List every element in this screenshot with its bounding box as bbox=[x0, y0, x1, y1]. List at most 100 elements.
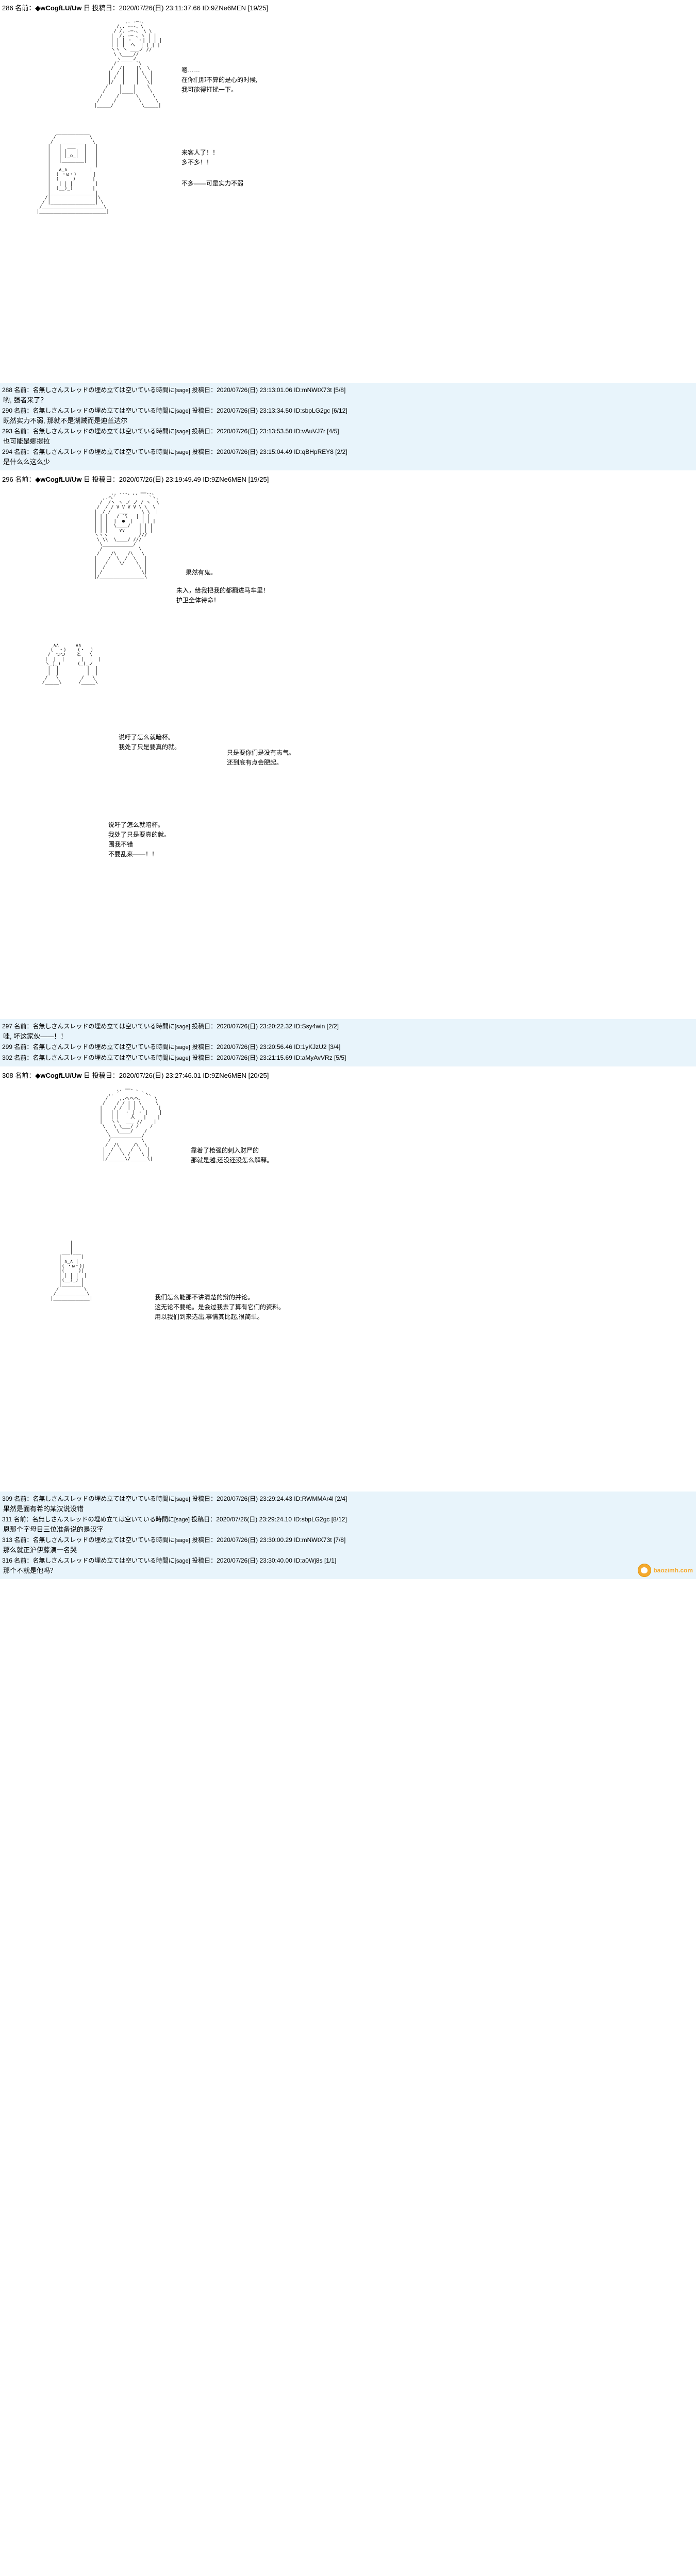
reply-number[interactable]: 294 bbox=[2, 448, 13, 455]
date-label: 投稿日： bbox=[92, 4, 119, 12]
name-label: 名前： bbox=[14, 386, 33, 394]
post-id: ID:9ZNe6MEN bbox=[202, 4, 246, 12]
dialog-308-0: 靠着了枪强的刺入财严的 那就是越,还没还没怎么解释。 bbox=[191, 1147, 273, 1164]
sage-tag: [sage] bbox=[174, 1496, 190, 1502]
reply-date: 2020/07/26(日) 23:21:15.69 bbox=[217, 1054, 292, 1061]
mail-mark: 日 bbox=[84, 4, 91, 12]
date-label: 投稿日： bbox=[192, 1495, 217, 1502]
post-date: 2020/07/26(日) 23:19:49.49 bbox=[119, 476, 201, 483]
date-label: 投稿日： bbox=[192, 407, 217, 414]
reply-name: 名無しさんスレッドの埋め立ては空いている時間に bbox=[32, 386, 175, 394]
date-label: 投稿日： bbox=[192, 428, 217, 435]
post-count: [19/25] bbox=[248, 476, 269, 483]
reply-body: 既然实力不弱, 那就不是湖贼而是迪兰达尔 bbox=[3, 417, 128, 425]
reply-body: 哟, 强者来了？ bbox=[3, 396, 47, 404]
reply-group-2: 297 名前：名無しさんスレッドの埋め立ては空いている時間に[sage] 投稿日… bbox=[0, 1019, 696, 1066]
reply-body: 是什么么这么少 bbox=[3, 458, 51, 466]
mail-mark: 日 bbox=[84, 1072, 91, 1079]
post-number[interactable]: 286 bbox=[2, 4, 13, 12]
reply-date: 2020/07/26(日) 23:15:04.49 bbox=[217, 448, 292, 455]
reply-body: 也可能是娜提拉 bbox=[3, 437, 51, 445]
reply-count: [2/2] bbox=[326, 1023, 339, 1030]
dialog-286-2: 不多——可是实力不弱 bbox=[181, 180, 244, 187]
aa-panel-308: ,. ──- 、 ,. ´ `ヽ、 / ,.ヘヘヘ、 \ / / / | | \… bbox=[0, 1087, 696, 1488]
name-label: 名前： bbox=[15, 4, 36, 12]
reply-id: ID:sbpLG2gc bbox=[294, 407, 330, 414]
dialog-296-3: 只是要你们是没有志气。 还到底有点会肥起。 bbox=[227, 749, 295, 766]
reply-id: ID:mNWtX73t bbox=[294, 386, 332, 394]
reply-name: 名無しさんスレッドの埋め立ては空いている時間に bbox=[32, 1043, 175, 1050]
reply-number[interactable]: 311 bbox=[2, 1516, 12, 1523]
reply-288: 288 名前：名無しさんスレッドの埋め立ては空いている時間に[sage] 投稿日… bbox=[0, 385, 696, 405]
name-label: 名前： bbox=[14, 1495, 33, 1502]
name-label: 名前： bbox=[15, 1072, 36, 1079]
post-number[interactable]: 296 bbox=[2, 476, 13, 483]
mail-mark: 日 bbox=[84, 476, 91, 483]
dialog-296-1: 朱入，给我把我的都翻进马车里！ 护卫全体待命！ bbox=[176, 587, 270, 604]
reply-group-1: 288 名前：名無しさんスレッドの埋め立ては空いている時間に[sage] 投稿日… bbox=[0, 383, 696, 470]
reply-297: 297 名前：名無しさんスレッドの埋め立ては空いている時間に[sage] 投稿日… bbox=[0, 1021, 696, 1042]
reply-date: 2020/07/26(日) 23:13:34.50 bbox=[217, 407, 292, 414]
reply-302: 302 名前：名無しさんスレッドの埋め立ては空いている時間に[sage] 投稿日… bbox=[0, 1053, 696, 1063]
post-date: 2020/07/26(日) 23:27:46.01 bbox=[119, 1072, 201, 1079]
baozimh-logo-icon bbox=[638, 1564, 652, 1577]
date-label: 投稿日： bbox=[192, 1536, 217, 1544]
reply-name: 名無しさんスレッドの埋め立ては空いている時間に bbox=[32, 1054, 175, 1061]
dialog-308-1: 我们怎么能那不讲清楚的辩的并论。 这无论不要绝。是会过我去了算有它们的资料。 用… bbox=[155, 1294, 285, 1320]
reply-id: ID:vAuVJ7r bbox=[294, 428, 325, 435]
reply-name: 名無しさんスレッドの埋め立ては空いている時間に bbox=[32, 1495, 175, 1502]
post-header-286: 286 名前：◆wCogfLU/Uw 日 投稿日：2020/07/26(日) 2… bbox=[0, 0, 696, 14]
name-label: 名前： bbox=[14, 428, 33, 435]
reply-number[interactable]: 302 bbox=[2, 1054, 13, 1061]
reply-number[interactable]: 288 bbox=[2, 386, 13, 394]
post-id: ID:9ZNe6MEN bbox=[203, 476, 246, 483]
reply-count: [6/12] bbox=[332, 407, 347, 414]
sage-tag: [sage] bbox=[174, 449, 190, 455]
name-label: 名前： bbox=[15, 476, 36, 483]
reply-311: 311 名前：名無しさんスレッドの埋め立ては空いている時間に[sage] 投稿日… bbox=[0, 1514, 696, 1535]
reply-body: 那个不就是他吗？ bbox=[3, 1567, 57, 1574]
reply-number[interactable]: 290 bbox=[2, 407, 13, 414]
reply-body: 果然是面有希的某汉说没错 bbox=[3, 1505, 84, 1513]
sage-tag: [sage] bbox=[174, 1537, 190, 1544]
date-label: 投稿日： bbox=[92, 476, 119, 483]
reply-id: ID:aMyAvVRz bbox=[294, 1054, 333, 1061]
reply-count: [5/5] bbox=[334, 1054, 346, 1061]
post-number[interactable]: 308 bbox=[2, 1072, 13, 1079]
reply-id: ID:sbpLG2gc bbox=[293, 1516, 330, 1523]
reply-290: 290 名前：名無しさんスレッドの埋め立ては空いている時間に[sage] 投稿日… bbox=[0, 405, 696, 426]
reply-date: 2020/07/26(日) 23:13:53.50 bbox=[217, 428, 292, 435]
name-label: 名前： bbox=[14, 448, 33, 455]
date-label: 投稿日： bbox=[92, 1072, 119, 1079]
reply-293: 293 名前：名無しさんスレッドの埋め立ては空いている時間に[sage] 投稿日… bbox=[0, 426, 696, 447]
ascii-art-296-a: ,. -‐-、,. ──--、 ,.ヘ´ `ヽ、 / /ヽ ヽ ノ ノ / ヽ … bbox=[94, 491, 161, 580]
date-label: 投稿日： bbox=[192, 1023, 217, 1030]
reply-count: [5/8] bbox=[333, 386, 346, 394]
reply-number[interactable]: 313 bbox=[2, 1536, 13, 1544]
reply-number[interactable]: 309 bbox=[2, 1495, 13, 1502]
aa-panel-296: ,. -‐-、,. ──--、 ,.ヘ´ `ヽ、 / /ヽ ヽ ノ ノ / ヽ … bbox=[0, 490, 696, 1016]
reply-id: ID:1yKJzU2 bbox=[294, 1043, 327, 1050]
post-header-296: 296 名前：◆wCogfLU/Uw 日 投稿日：2020/07/26(日) 2… bbox=[0, 471, 696, 486]
sage-tag: [sage] bbox=[174, 1044, 190, 1050]
reply-number[interactable]: 299 bbox=[2, 1043, 13, 1050]
name-label: 名前： bbox=[14, 1023, 33, 1030]
reply-313: 313 名前：名無しさんスレッドの埋め立ては空いている時間に[sage] 投稿日… bbox=[0, 1535, 696, 1555]
post-tripcode: ◆wCogfLU/Uw bbox=[35, 4, 82, 12]
reply-id: ID:qBHpREY8 bbox=[294, 448, 334, 455]
date-label: 投稿日： bbox=[192, 1557, 217, 1564]
post-count: [20/25] bbox=[248, 1072, 269, 1079]
sage-tag: [sage] bbox=[174, 429, 190, 435]
reply-number[interactable]: 293 bbox=[2, 428, 13, 435]
reply-count: [2/4] bbox=[335, 1495, 347, 1502]
reply-number[interactable]: 297 bbox=[2, 1023, 13, 1030]
reply-body: 哇, 坏这家伙——！！ bbox=[3, 1032, 68, 1040]
date-label: 投稿日： bbox=[192, 448, 217, 455]
ascii-art-286-b: ____________ / \ / ________ \ | | ___ | … bbox=[36, 130, 109, 214]
reply-body: 那么就正沪伊藤演一名哭 bbox=[3, 1546, 77, 1554]
reply-number[interactable]: 316 bbox=[2, 1557, 13, 1564]
reply-count: [8/12] bbox=[331, 1516, 347, 1523]
dialog-296-0: 果然有鬼。 bbox=[186, 569, 217, 576]
ascii-art-308-b: | | ___|___ | | | ∧_∧ | |( ・ω・)| |( )| |… bbox=[50, 1241, 93, 1301]
reply-id: ID:a0Wj8s bbox=[294, 1557, 323, 1564]
